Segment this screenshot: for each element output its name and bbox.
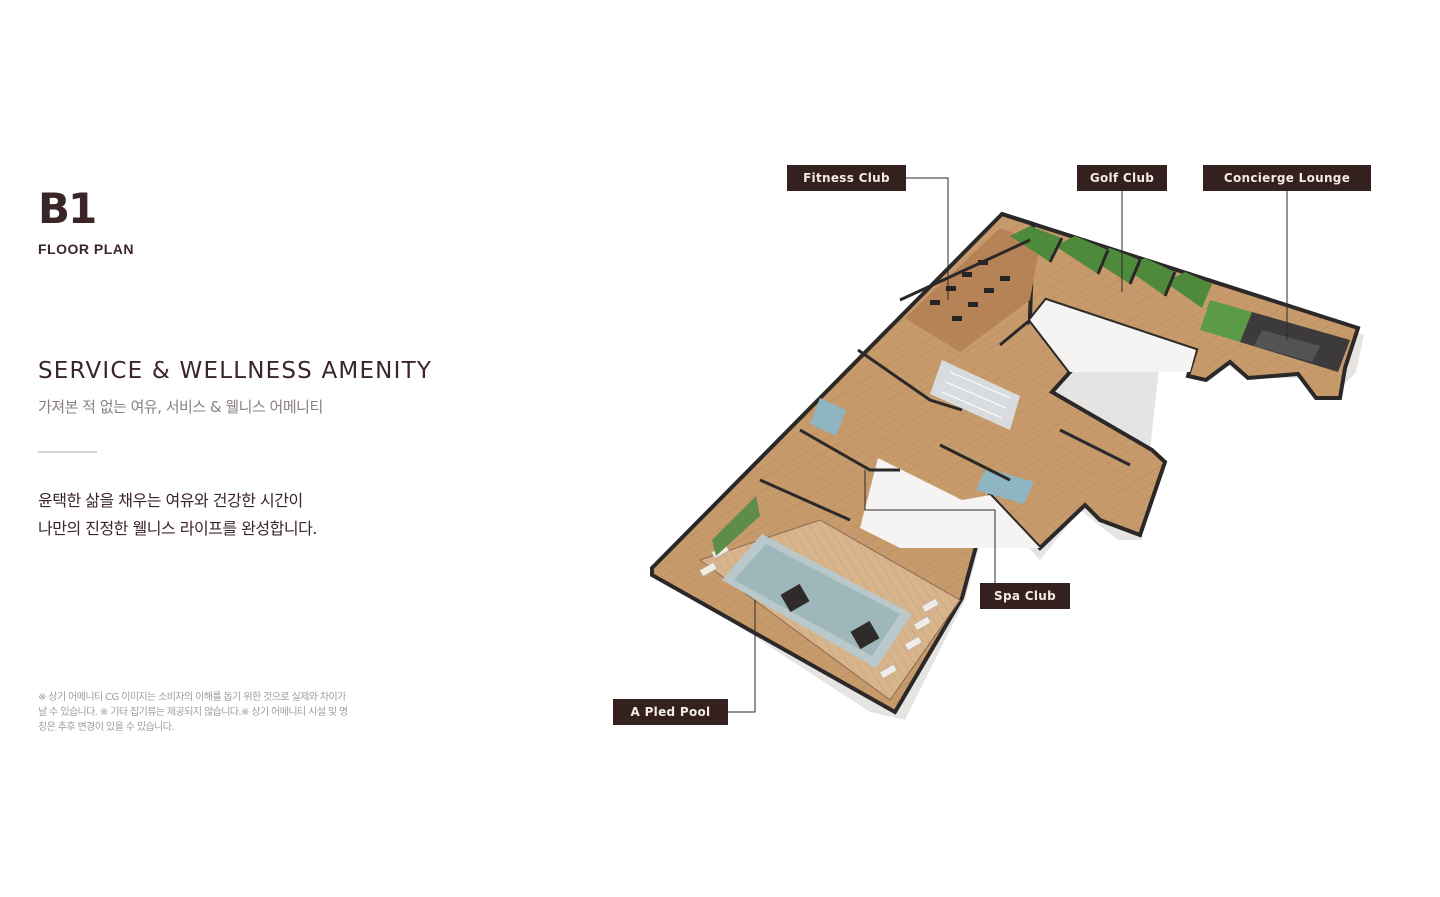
floor-code: B1 <box>38 184 97 233</box>
label-spa-club: Spa Club <box>980 583 1070 609</box>
spa-area <box>810 360 1034 504</box>
floor-plan-label: FLOOR PLAN <box>38 241 134 257</box>
section-subtitle: 가져본 적 없는 여유, 서비스 & 웰니스 어메니티 <box>38 398 323 416</box>
disclaimer-notice: ※ 상기 어메니티 CG 이미지는 소비자의 이해를 돕기 위한 것으로 실제와… <box>38 692 348 733</box>
label-concierge-lounge: Concierge Lounge <box>1203 165 1371 191</box>
golf-bays <box>1010 226 1212 308</box>
body-copy-line-1: 윤택한 삶을 채우는 여유와 건강한 시간이 <box>38 491 303 510</box>
divider <box>38 451 97 453</box>
body-copy: 윤택한 삶을 채우는 여유와 건강한 시간이 나만의 진정한 웰니스 라이프를 … <box>38 487 317 543</box>
label-leader-lines <box>728 177 1288 713</box>
interior-walls <box>759 238 1131 522</box>
concierge-area <box>1200 300 1350 372</box>
label-pool: A Pled Pool <box>613 699 728 725</box>
label-fitness-club: Fitness Club <box>787 165 906 191</box>
pool-area <box>698 496 961 701</box>
label-golf-club: Golf Club <box>1077 165 1167 191</box>
section-title: SERVICE & WELLNESS AMENITY <box>38 358 433 384</box>
body-copy-line-2: 나만의 진정한 웰니스 라이프를 완성합니다. <box>38 519 317 538</box>
